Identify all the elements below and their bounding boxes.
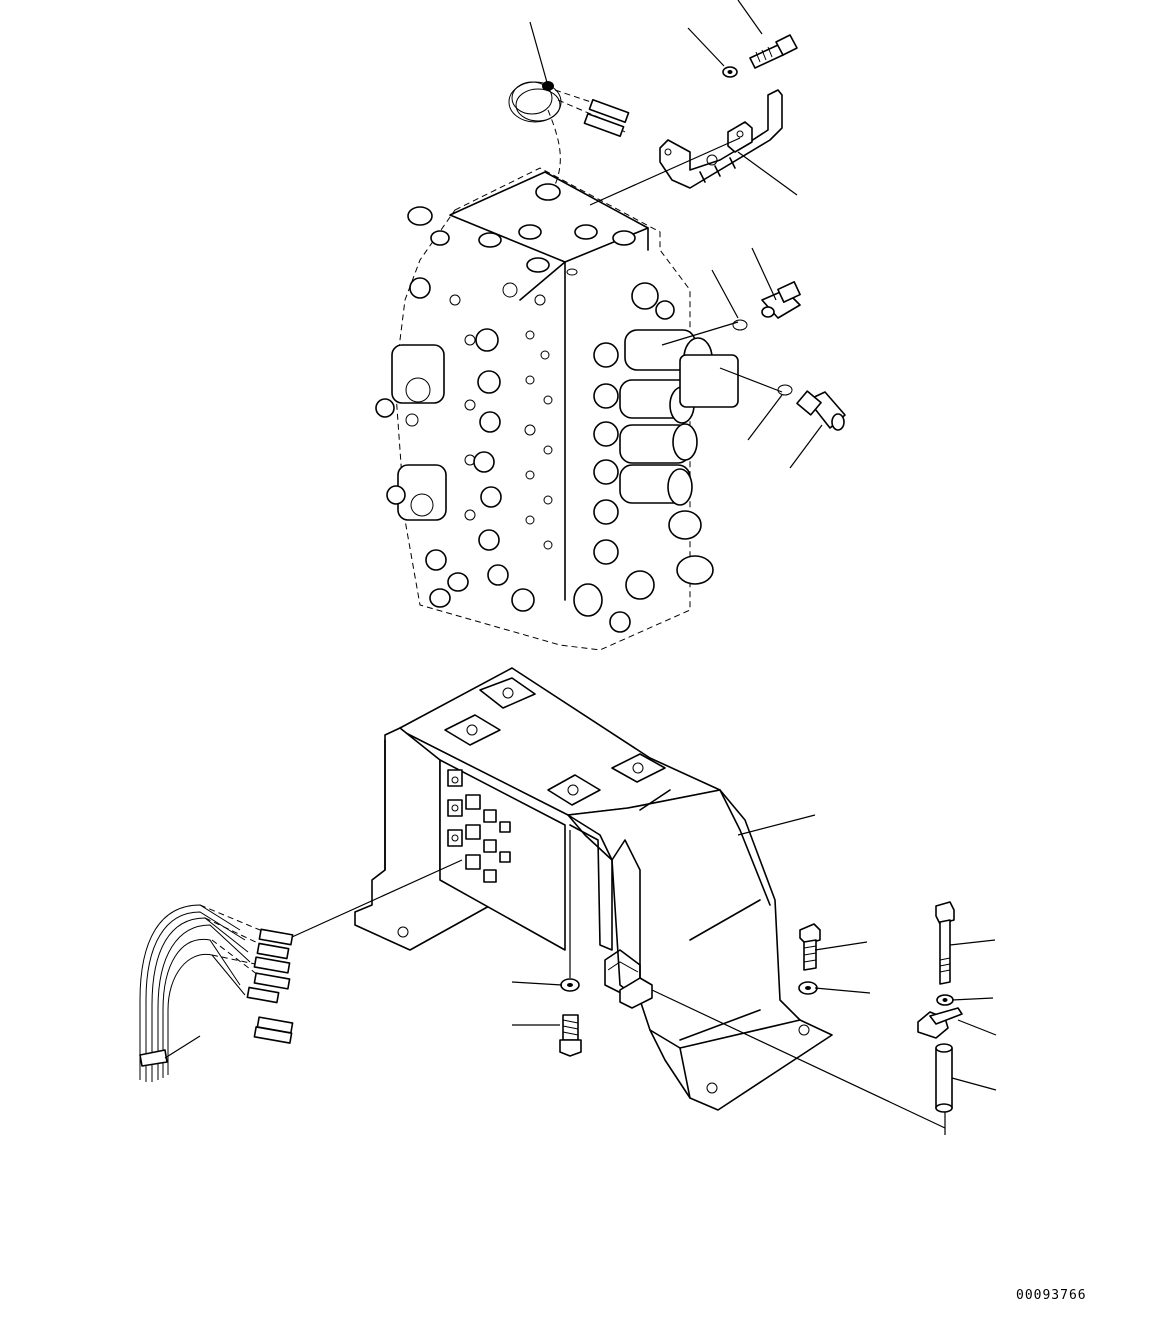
valve-harness (509, 81, 630, 185)
o-ring-upper (733, 320, 747, 330)
pressure-switch-lower (797, 391, 845, 430)
solenoid-valves (574, 283, 738, 632)
pressure-switch-upper (762, 282, 800, 318)
drawing-number: 00093766 (1016, 1288, 1087, 1303)
relay-sockets (448, 770, 510, 882)
top-plugs (408, 184, 635, 275)
leader-lines (165, 0, 996, 1135)
stand-hardware (560, 902, 962, 1112)
left-spool-caps (376, 278, 468, 607)
bracket-bolt (750, 35, 797, 68)
relay-harness (140, 905, 293, 1082)
valve-ports (450, 283, 552, 549)
valve-stand (355, 668, 832, 1110)
harness-bracket (660, 0, 799, 188)
control-valve-assembly (376, 81, 738, 650)
harness-connectors (247, 929, 292, 1043)
o-ring-lower (778, 385, 792, 395)
center-spools (474, 329, 534, 611)
